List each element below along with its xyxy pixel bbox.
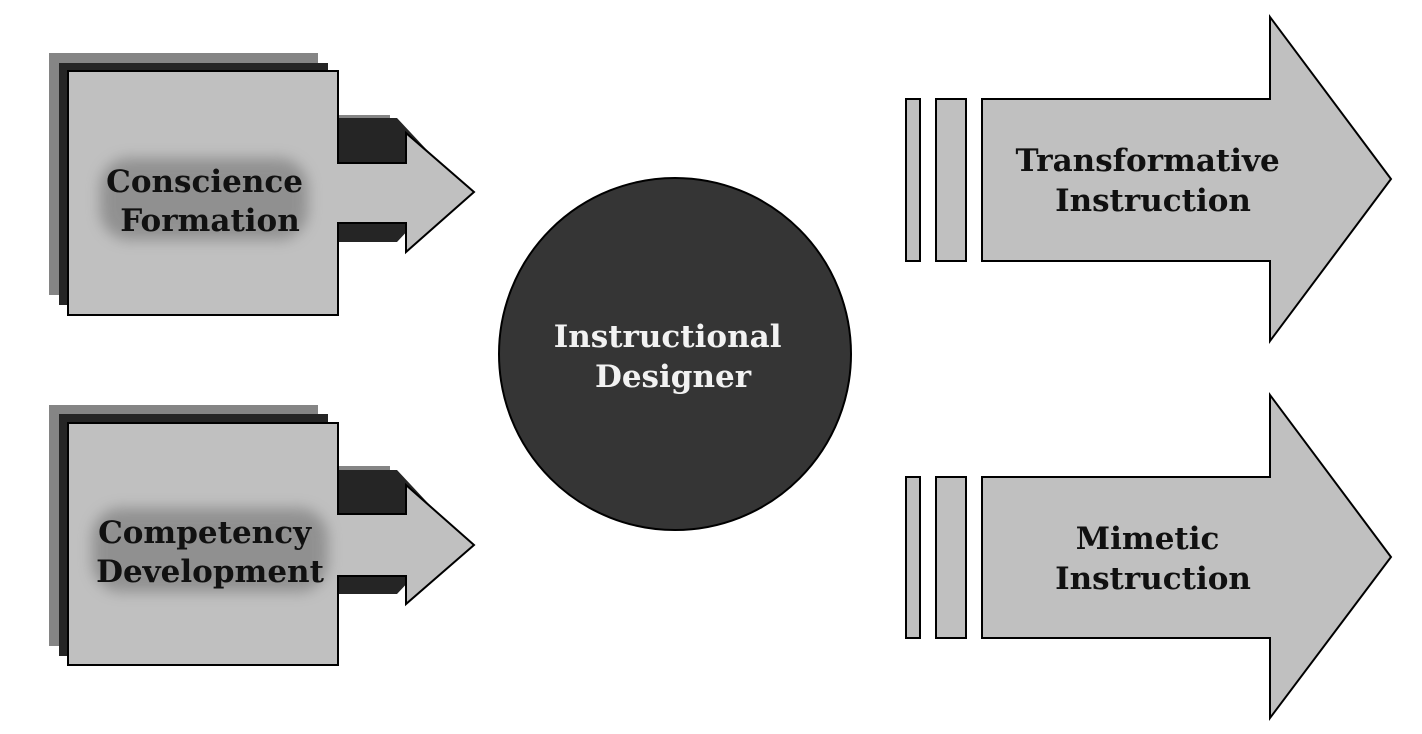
arrow-tail-strip-thin: [905, 98, 921, 262]
arrow-tail-strip-wide: [935, 476, 967, 639]
output-arrow-transformative-instruction: Transformative Instruction: [905, 13, 1393, 345]
input-box-conscience-formation: Conscience Formation: [49, 53, 476, 316]
output-arrow-mimetic-instruction: Mimetic Instruction: [905, 391, 1393, 721]
output-label-line1: Transformative: [1015, 143, 1279, 179]
output-label: Transformative Instruction: [1015, 143, 1290, 219]
arrow-tail-strip-wide: [935, 98, 967, 262]
output-label: Mimetic Instruction: [1055, 521, 1251, 597]
output-label-line2: Instruction: [1055, 183, 1251, 219]
center-circle: [498, 177, 852, 531]
input-label-line2: Development: [96, 554, 325, 590]
arrow-body: [981, 391, 1393, 721]
label-glow: [100, 158, 308, 240]
output-label-line2: Instruction: [1055, 561, 1251, 597]
center-node-instructional-designer: Instructional Designer: [498, 177, 852, 531]
arrow-body: [981, 13, 1393, 345]
label-glow: [92, 508, 328, 592]
output-label-line1: Mimetic: [1076, 521, 1220, 557]
input-label-line2: Formation: [120, 203, 300, 239]
center-label-line1: Instructional: [554, 319, 782, 355]
input-label: Competency Development: [96, 515, 325, 590]
arrow-tail-strip-thin: [905, 476, 921, 639]
input-label-line1: Competency: [98, 515, 312, 551]
center-label: Instructional Designer: [554, 319, 793, 395]
center-label-line2: Designer: [595, 359, 752, 395]
input-box-competency-development: Competency Development: [49, 405, 476, 666]
input-label-line1: Conscience: [106, 164, 303, 200]
input-label: Conscience Formation: [106, 164, 314, 239]
